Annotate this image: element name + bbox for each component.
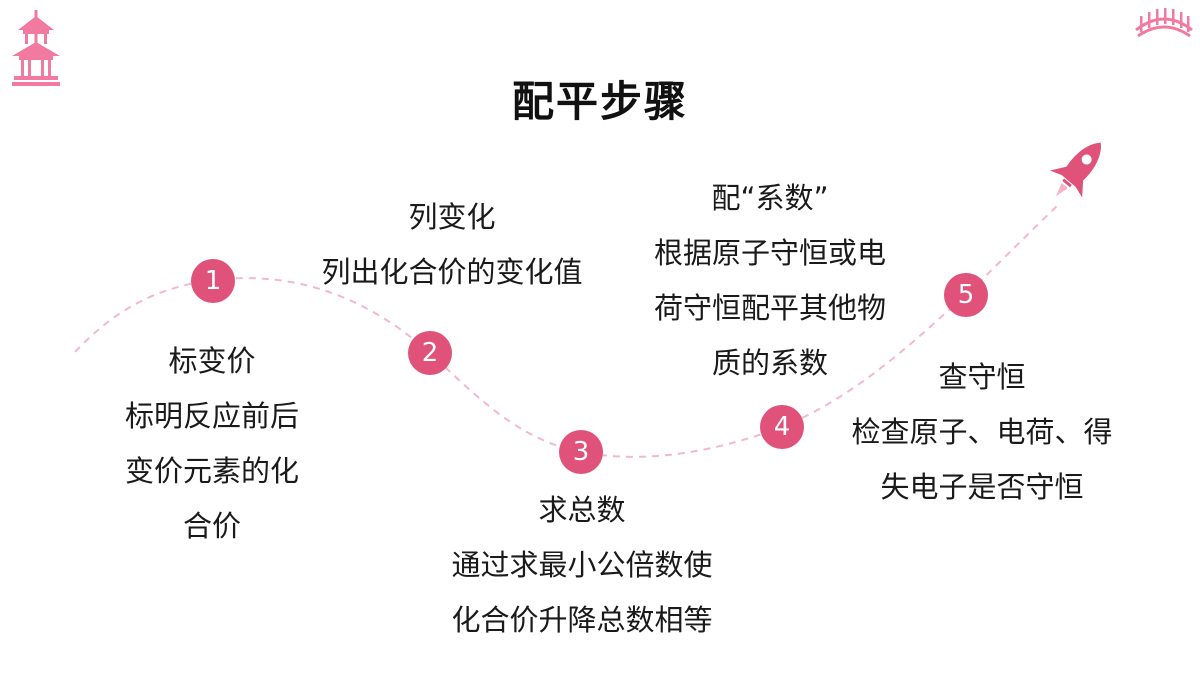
step-4-number: 4: [760, 405, 804, 449]
step-5-desc-line: 失电子是否守恒: [880, 470, 1084, 504]
step-2-text: 列变化 列出化合价的变化值: [302, 190, 602, 300]
step-2-heading: 列变化: [408, 200, 496, 234]
step-1-number: 1: [191, 259, 235, 303]
pagoda-icon: [10, 10, 62, 86]
step-3-desc-line: 通过求最小公倍数使: [451, 548, 713, 582]
step-1-text: 标变价 标明反应前后 变价元素的化 合价: [92, 334, 332, 554]
step-3-desc-line: 化合价升降总数相等: [451, 603, 713, 637]
rocket-icon: [1044, 132, 1110, 210]
step-4-desc-line: 荷守恒配平其他物: [653, 291, 886, 325]
page-title: 配平步骤: [511, 77, 688, 126]
step-1-desc-line: 变价元素的化: [124, 454, 299, 488]
step-3-text: 求总数 通过求最小公倍数使 化合价升降总数相等: [432, 483, 732, 648]
step-4-desc-line: 质的系数: [711, 346, 828, 380]
step-3-heading: 求总数: [538, 493, 626, 527]
step-5-desc-line: 检查原子、电荷、得: [851, 415, 1113, 449]
step-1-desc-line: 标明反应前后: [124, 399, 299, 433]
step-1-heading: 标变价: [168, 344, 256, 378]
step-2-desc-line: 列出化合价的变化值: [321, 255, 583, 289]
step-5-heading: 查守恒: [938, 360, 1026, 394]
step-2-number: 2: [408, 331, 452, 375]
step-5-number: 5: [944, 273, 988, 317]
step-1-desc-line: 合价: [182, 509, 241, 543]
bridge-icon: [1134, 4, 1194, 40]
step-4-heading: 配“系数”: [711, 181, 829, 215]
step-4-text: 配“系数” 根据原子守恒或电 荷守恒配平其他物 质的系数: [630, 171, 910, 391]
step-3-number: 3: [559, 430, 603, 474]
step-4-desc-line: 根据原子守恒或电: [653, 236, 886, 270]
step-5-text: 查守恒 检查原子、电荷、得 失电子是否守恒: [832, 350, 1132, 515]
